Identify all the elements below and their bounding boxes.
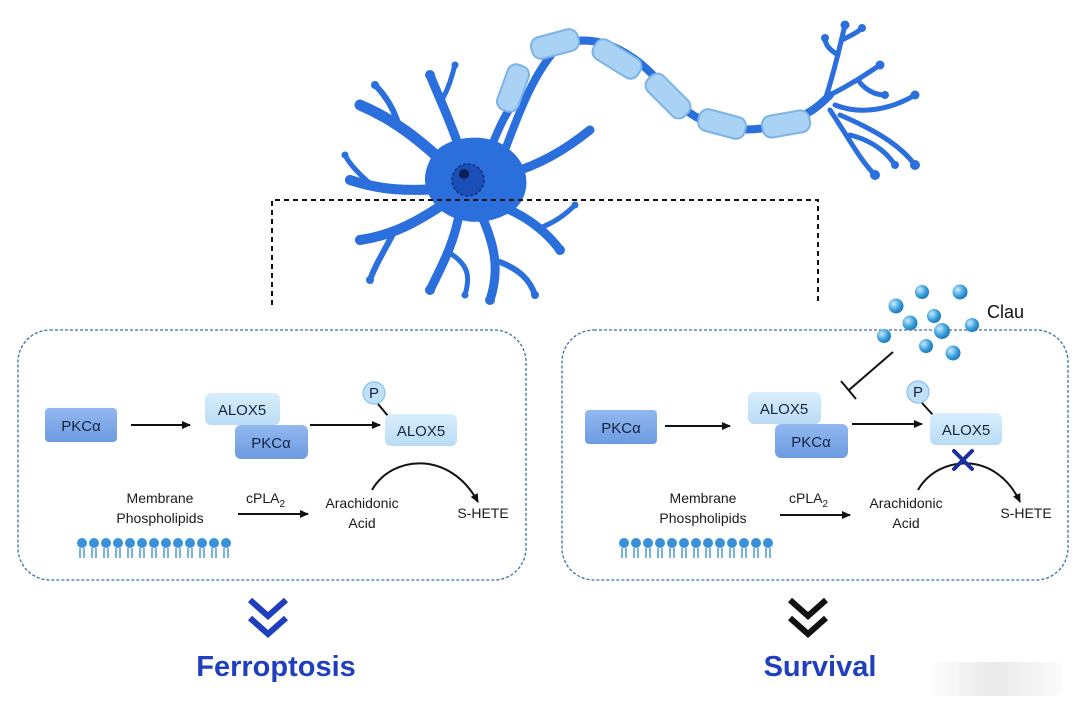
product-label: S-HETE (457, 505, 508, 521)
phospho-circle (362, 381, 386, 405)
aa-label-line2: Acid (348, 515, 375, 531)
complex-alox5-label: ALOX5 (218, 402, 266, 419)
left-panel: PKCα ALOX5 PKCα P ALOX5 Membrane Phospho… (17, 329, 527, 581)
pkc-label: PKCα (61, 418, 101, 435)
lipid-head (197, 538, 207, 548)
enzyme-label: cPLA2 (246, 490, 285, 510)
phospholipid-bilayer-icon (77, 538, 231, 558)
clau-label: Clau (987, 302, 1024, 322)
inhibition-cross-icon (952, 449, 974, 471)
lipid-head (149, 538, 159, 548)
lipid-head (173, 538, 183, 548)
aa-label-line2-r: Acid (892, 515, 919, 531)
lipid-head (691, 538, 701, 548)
complex-pkc-box-r (775, 424, 848, 458)
complex-alox5-box-r (748, 392, 821, 424)
lipid-head (667, 538, 677, 548)
ferroptosis-outcome-label: Ferroptosis (196, 651, 356, 683)
lipid-head (619, 538, 629, 548)
clau-inhibition-line (840, 351, 894, 400)
lipid-head (703, 538, 713, 548)
lipid-head (77, 538, 87, 548)
lipid-head (89, 538, 99, 548)
alox5-box-r (930, 413, 1002, 445)
phospholipid-bilayer-icon-r (619, 538, 773, 558)
double-chevron-down-icon-r (788, 597, 828, 639)
phospho-label-r: P (913, 384, 923, 401)
double-chevron-down-icon (248, 597, 288, 639)
lipid-head (727, 538, 737, 548)
lipid-head (209, 538, 219, 548)
pkc-box (45, 408, 117, 442)
lipid-head (655, 538, 665, 548)
membrane-label-line1-r: Membrane (670, 490, 737, 506)
lipid-head (125, 538, 135, 548)
lipid-head (137, 538, 147, 548)
phospho-label: P (369, 385, 379, 402)
aa-label-line1-r: Arachidonic (869, 495, 942, 511)
complex-pkc-label-r: PKCα (791, 434, 831, 451)
dashed-connector (271, 199, 819, 305)
complex-pkc-label: PKCα (251, 435, 291, 452)
complex-alox5-label-r: ALOX5 (760, 401, 808, 418)
pkc-box-r (585, 410, 657, 444)
watermark-blur (926, 662, 1062, 696)
lipid-head (221, 538, 231, 548)
alox5-box (385, 414, 457, 446)
complex-alox5-box (205, 393, 280, 425)
drug-particles-icon (877, 284, 979, 361)
enzyme-label-r: cPLA2 (789, 490, 828, 510)
lipid-head (113, 538, 123, 548)
lipid-head (161, 538, 171, 548)
lipid-head (185, 538, 195, 548)
neuron-icon (341, 20, 920, 305)
lipid-head (101, 538, 111, 548)
lipid-head (715, 538, 725, 548)
complex-pkc-box (235, 425, 308, 459)
alox5-label-r: ALOX5 (942, 422, 990, 439)
lipid-head (739, 538, 749, 548)
lipid-head (643, 538, 653, 548)
membrane-label-line1: Membrane (127, 490, 194, 506)
lipid-head (763, 538, 773, 548)
lipid-head (631, 538, 641, 548)
aa-label-line1: Arachidonic (325, 495, 398, 511)
membrane-label-line2: Phospholipids (116, 510, 203, 526)
survival-outcome-label: Survival (764, 651, 877, 683)
membrane-label-line2-r: Phospholipids (659, 510, 746, 526)
alox5-catalysis-arrow (371, 462, 479, 503)
pkc-label-r: PKCα (601, 420, 641, 437)
phospho-circle-r (906, 380, 930, 404)
right-panel: PKCα ALOX5 PKCα P ALOX5 Membrane Phospho… (561, 329, 1069, 581)
lipid-head (751, 538, 761, 548)
product-label-r: S-HETE (1000, 505, 1051, 521)
lipid-head (679, 538, 689, 548)
alox5-label: ALOX5 (397, 423, 445, 440)
